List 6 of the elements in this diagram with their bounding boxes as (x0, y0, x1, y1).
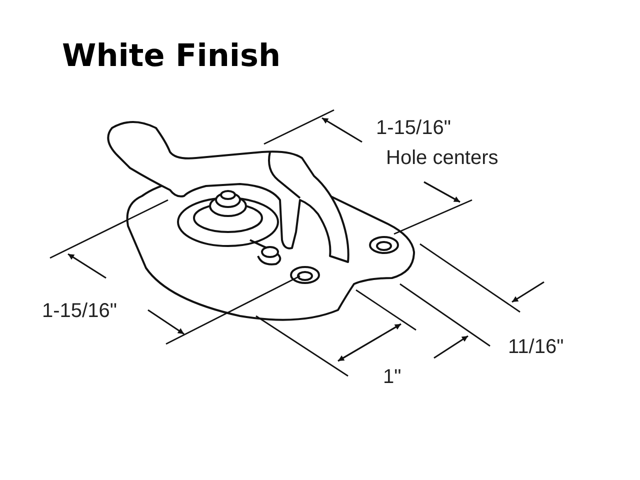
dimension-note: Hole centers (386, 148, 498, 168)
dimension-label: 1-15/16" (42, 301, 117, 321)
dimension-label: 11/16" (508, 337, 564, 357)
dimension-label: 1-15/16" (376, 118, 451, 138)
dimension-label: 1" (383, 367, 402, 387)
title: White Finish (62, 38, 281, 74)
